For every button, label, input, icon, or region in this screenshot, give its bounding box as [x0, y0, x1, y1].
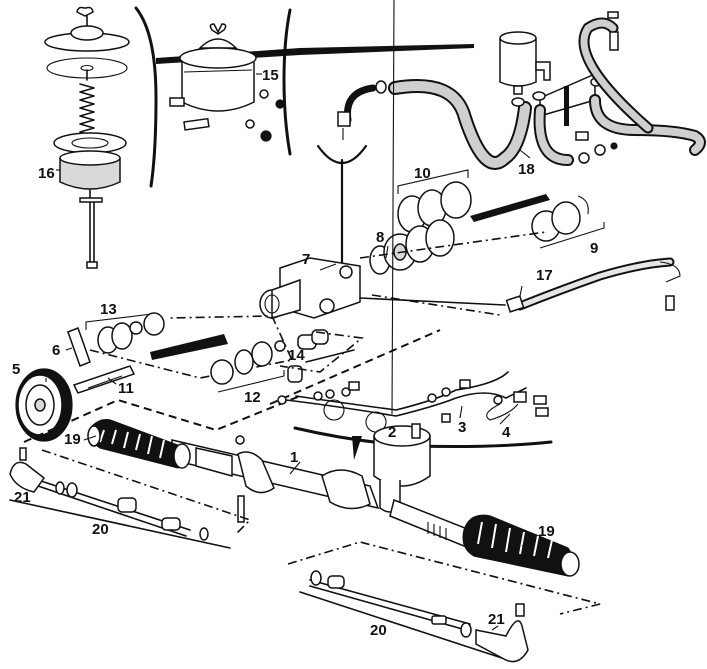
hydraulic-pipes — [277, 371, 549, 433]
drive-shaft — [72, 365, 136, 394]
leader-lines — [45, 0, 535, 631]
callout-1: 1 — [290, 449, 298, 466]
callout-19-right: 19 — [538, 523, 555, 540]
track-rod-left — [9, 479, 231, 549]
callout-12: 12 — [244, 389, 261, 406]
track-rod-end-left — [9, 447, 46, 493]
indicator-bar-seals — [150, 334, 228, 360]
callout-6: 6 — [52, 342, 60, 359]
callout-14: 14 — [288, 347, 305, 364]
flow-control-valve — [287, 329, 355, 383]
spring — [79, 83, 95, 137]
callout-13: 13 — [100, 301, 117, 318]
bearing-kit — [210, 340, 286, 393]
callout-18: 18 — [518, 161, 535, 178]
callout-3: 3 — [458, 419, 466, 436]
indicator-bar-pump — [470, 194, 550, 222]
callout-5: 5 — [12, 361, 20, 378]
rear-cover-seal-kit — [531, 195, 605, 249]
callout-21-right: 21 — [488, 611, 505, 628]
rack-threads — [427, 522, 447, 540]
pump-pulley — [15, 368, 73, 442]
callout-19-left: 19 — [64, 431, 81, 448]
bracket-left — [134, 6, 158, 188]
callout-15: 15 — [262, 67, 279, 84]
shaft-seal-kit — [85, 312, 165, 354]
callout-4: 4 — [502, 424, 511, 441]
cam-ring-seal-kit — [397, 169, 472, 233]
indicator-wedge — [352, 436, 362, 460]
rack-gaiter-left — [87, 419, 191, 469]
steering-rack-housing — [171, 423, 471, 547]
fluid-reservoir — [169, 23, 285, 142]
callout-20-right: 20 — [370, 622, 387, 639]
callout-16: 16 — [38, 165, 55, 182]
bracket-right — [282, 8, 292, 156]
supply-hose — [337, 79, 532, 170]
callout-9: 9 — [590, 240, 598, 257]
pulley-key — [67, 327, 91, 367]
high-pressure-hose — [359, 257, 681, 313]
callout-2: 2 — [388, 424, 396, 441]
callout-11: 11 — [118, 380, 134, 397]
callout-labels: 1 2 3 4 5 6 7 8 9 10 11 12 13 14 15 16 1… — [12, 67, 598, 639]
callout-21-left: 21 — [14, 489, 31, 506]
callout-7: 7 — [302, 251, 310, 268]
pump-body — [259, 257, 361, 319]
rack-gaiter-right — [462, 514, 580, 577]
pump-rotor-assembly — [369, 219, 455, 275]
callout-8: 8 — [376, 229, 384, 246]
callout-20-left: 20 — [92, 521, 109, 538]
track-rod-right — [299, 570, 509, 661]
track-rod-end-right — [475, 603, 529, 663]
reservoir-filter-assembly — [44, 6, 130, 269]
remote-reservoir — [499, 11, 706, 166]
callout-10: 10 — [414, 165, 431, 182]
callout-17: 17 — [536, 267, 553, 284]
